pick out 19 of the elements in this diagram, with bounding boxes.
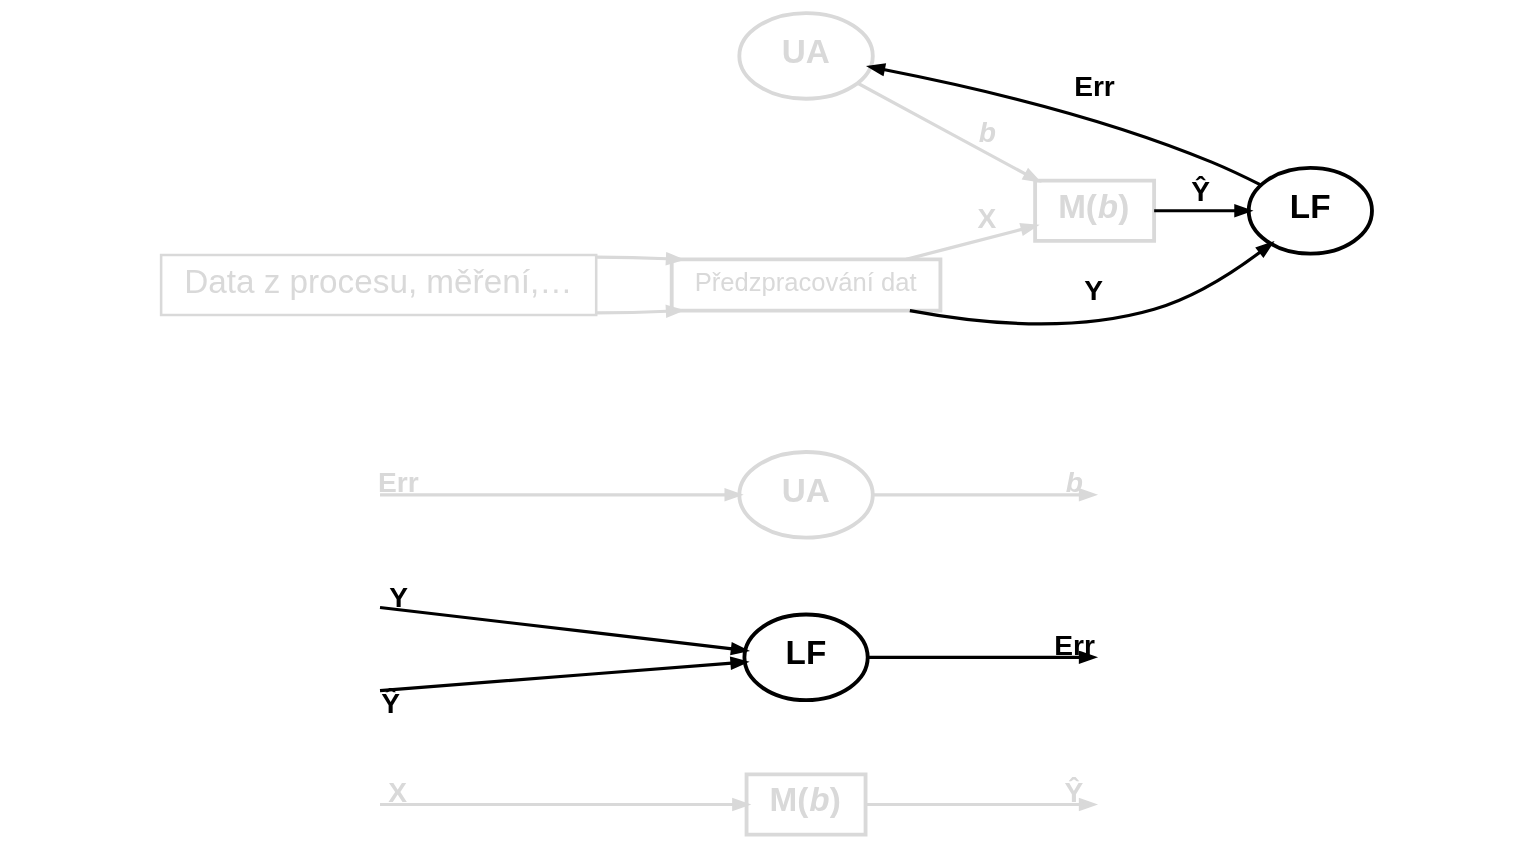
arrow — [865, 63, 1262, 187]
node-ellipse: LF — [742, 612, 870, 703]
node-ellipse: LF — [1246, 166, 1374, 256]
arrow — [872, 488, 1098, 502]
arrow — [379, 605, 750, 656]
arrow — [905, 223, 1040, 261]
arrow — [865, 797, 1098, 812]
edge-label: Y — [388, 581, 408, 613]
arrow — [379, 488, 744, 502]
edge-label: Err — [1073, 71, 1115, 103]
edge-label: Y — [1083, 274, 1103, 306]
arrow — [909, 241, 1275, 326]
edge-label: Err — [1053, 629, 1095, 661]
edge-label: Ŷ — [1190, 176, 1210, 208]
arrow — [1153, 204, 1253, 218]
arrow — [379, 797, 751, 812]
arrow — [867, 650, 1098, 665]
arrow — [856, 81, 1042, 183]
arrow — [379, 656, 750, 693]
